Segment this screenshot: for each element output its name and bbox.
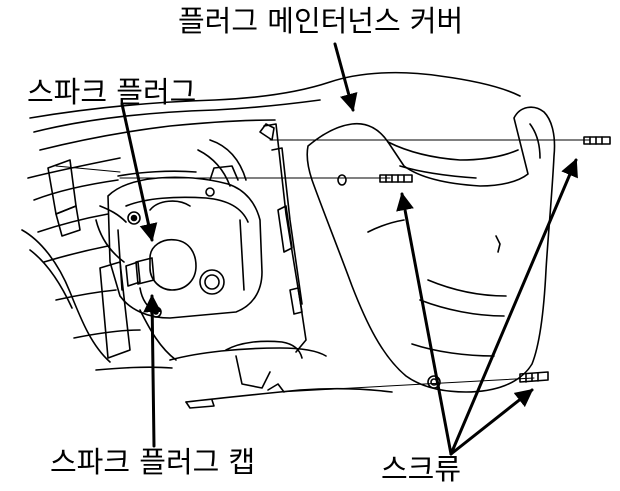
maintenance-cover-part <box>306 106 556 393</box>
screw-axis-lines <box>55 139 591 393</box>
wire-harness <box>95 139 247 263</box>
frame-bracket <box>259 123 307 353</box>
lower-shroud <box>169 340 393 409</box>
cylinder-head <box>107 165 263 319</box>
left-panel <box>21 159 177 363</box>
label-maintenance-cover: 플러그 메인터넌스 커버 <box>178 4 464 38</box>
screw-parts <box>379 136 611 383</box>
body-fairing <box>27 71 521 371</box>
label-screw: 스크류 <box>381 452 462 486</box>
label-spark-plug-cap: 스파크 플러그 캡 <box>50 445 256 479</box>
callout-arrows <box>120 42 578 456</box>
label-spark-plug: 스파크 플러그 <box>27 75 197 109</box>
spark-plug-assembly <box>125 238 197 313</box>
